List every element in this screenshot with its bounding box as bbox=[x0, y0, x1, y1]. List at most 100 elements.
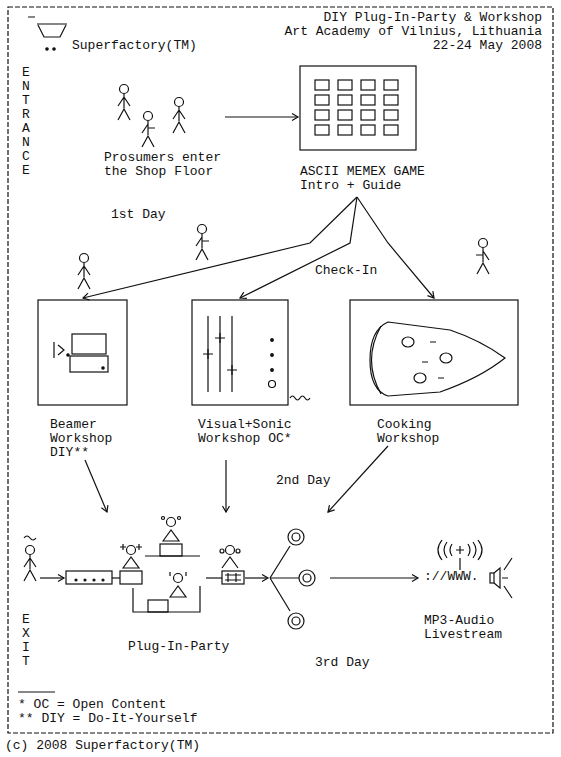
page-border bbox=[8, 7, 553, 733]
party-illustration bbox=[167, 518, 176, 527]
party-illustration bbox=[222, 557, 238, 568]
stream-icon bbox=[438, 540, 512, 598]
stream-icon bbox=[438, 540, 452, 560]
beamer-box bbox=[67, 354, 69, 356]
workshop-node: Beamer Workshop DIY** bbox=[38, 298, 128, 460]
beamer-box bbox=[38, 300, 127, 405]
visitor-figures bbox=[78, 254, 90, 290]
visitor-figures bbox=[196, 225, 209, 261]
party-illustration bbox=[170, 572, 186, 576]
node-text: ://WWW. bbox=[424, 570, 479, 584]
party-illustration bbox=[270, 546, 299, 611]
logo bbox=[46, 48, 48, 50]
party-illustration bbox=[112, 577, 120, 578]
party-illustration bbox=[66, 517, 315, 630]
party-illustration bbox=[245, 577, 268, 578]
memex-grid bbox=[300, 66, 416, 150]
stream-icon bbox=[494, 568, 508, 588]
party-illustration bbox=[222, 571, 244, 584]
cooking-box bbox=[414, 373, 426, 383]
party-illustration bbox=[93, 579, 95, 581]
party-illustration bbox=[75, 579, 77, 581]
party-illustration bbox=[120, 544, 142, 550]
party-illustration bbox=[133, 586, 200, 612]
party-illustration bbox=[84, 579, 86, 581]
node-text: Visual+Sonic Workshop OC* bbox=[198, 418, 292, 446]
party-illustration bbox=[299, 570, 315, 586]
party-illustration bbox=[225, 573, 241, 582]
party-illustration bbox=[127, 546, 136, 555]
annotation-label: * OC = Open Content bbox=[18, 698, 166, 712]
workshop-node: Visual+Sonic Workshop OC* bbox=[192, 298, 302, 460]
footnote-rule bbox=[18, 691, 55, 692]
annotation-label: ** DIY = Do-It-Yourself bbox=[18, 712, 197, 726]
cooking-box bbox=[350, 300, 518, 405]
stream-icon bbox=[490, 573, 494, 583]
stream-icon bbox=[504, 558, 512, 598]
annotation-label: 22-24 May 2008 bbox=[0, 39, 542, 53]
cooking-box bbox=[440, 353, 452, 363]
annotation-label: Superfactory(TM) bbox=[72, 39, 197, 53]
party-illustration bbox=[102, 579, 104, 581]
node-text: Prosumers enter the Shop Floor bbox=[104, 151, 226, 179]
party-illustration bbox=[120, 571, 142, 584]
flow-arrow bbox=[330, 577, 418, 578]
party-illustration bbox=[174, 574, 183, 583]
exit-figure bbox=[24, 536, 36, 540]
party-illustration bbox=[162, 517, 165, 520]
party-illustration bbox=[163, 530, 179, 541]
workshop-node: Cooking Workshop bbox=[350, 298, 518, 446]
beamer-box bbox=[72, 334, 106, 354]
exit-figure bbox=[40, 577, 64, 578]
memex-grid bbox=[315, 95, 398, 105]
workshop-node: Plug-In-Party bbox=[92, 512, 330, 657]
annotation-label: 3rd Day bbox=[315, 656, 370, 670]
party-illustration bbox=[226, 546, 235, 555]
visitor-figures bbox=[476, 239, 489, 275]
beamer-box bbox=[38, 300, 127, 405]
party-illustration bbox=[170, 586, 186, 597]
workshop-node: Prosumers enter the Shop Floor bbox=[100, 80, 225, 180]
workshop-node: ://WWW. MP3-Audio Livestream bbox=[418, 540, 523, 640]
party-illustration bbox=[66, 571, 112, 584]
party-illustration bbox=[292, 617, 300, 625]
party-illustration bbox=[178, 517, 181, 520]
visual-sonic-box bbox=[271, 369, 274, 372]
prosumer-figures bbox=[118, 85, 185, 148]
annotation-label: ENTRANCE bbox=[22, 66, 30, 178]
logo bbox=[53, 48, 55, 50]
memex-grid bbox=[300, 66, 416, 150]
flow-arrow bbox=[240, 197, 357, 298]
stream-icon bbox=[456, 546, 464, 554]
visual-sonic-box bbox=[192, 300, 310, 405]
visual-sonic-box bbox=[271, 354, 274, 357]
annotation-label: Check-In bbox=[315, 264, 377, 278]
visual-sonic-box bbox=[271, 339, 274, 342]
node-text: MP3-Audio Livestream bbox=[424, 614, 502, 642]
annotation-label: 1st Day bbox=[111, 208, 166, 222]
beamer-box bbox=[54, 342, 64, 358]
cooking-box bbox=[402, 337, 414, 347]
flow-arrow bbox=[357, 197, 434, 298]
beamer-box bbox=[102, 367, 104, 369]
memex-grid bbox=[315, 110, 398, 120]
prosumer-figures bbox=[118, 85, 130, 121]
flow-arrow bbox=[225, 460, 226, 512]
flow-arrow bbox=[83, 197, 357, 298]
cooking-box bbox=[372, 326, 382, 394]
node-text: Beamer Workshop DIY** bbox=[50, 418, 112, 460]
party-illustration bbox=[288, 613, 304, 629]
exit-figure bbox=[24, 536, 64, 581]
logo bbox=[28, 17, 67, 50]
visitor-figures bbox=[78, 225, 489, 290]
memex-grid bbox=[315, 125, 398, 135]
visual-sonic-box bbox=[269, 381, 276, 388]
flow-arrow bbox=[85, 460, 107, 512]
party-illustration bbox=[123, 557, 139, 568]
party-illustration bbox=[148, 600, 168, 612]
cooking-box bbox=[370, 322, 505, 396]
stream-icon bbox=[459, 558, 460, 570]
